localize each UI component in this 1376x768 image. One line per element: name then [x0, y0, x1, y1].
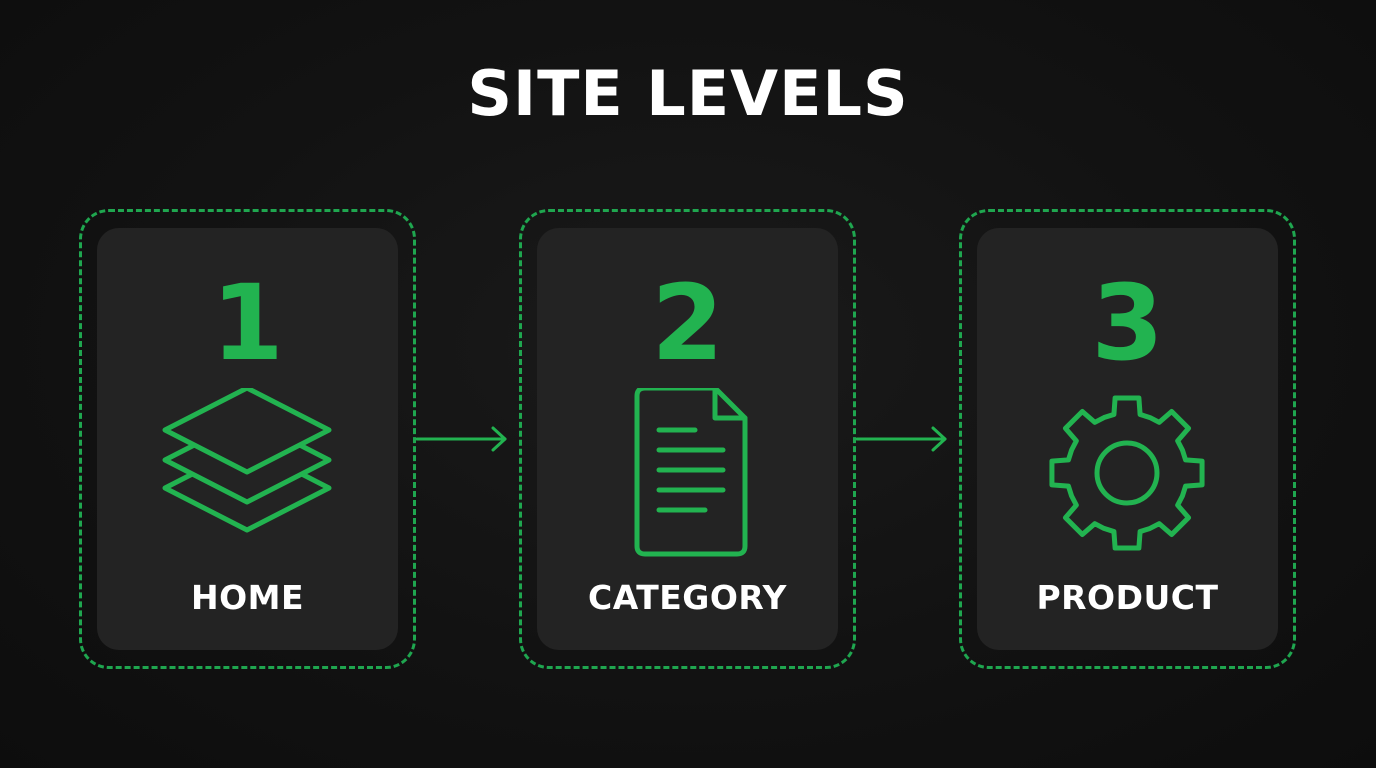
level-label-1: HOME [190, 578, 305, 617]
gear-icon [1049, 395, 1205, 551]
level-frame-1: 1 HOME [79, 209, 416, 669]
level-frame-3: 3 PRODUCT [959, 209, 1296, 669]
level-number-2: 2 [651, 262, 724, 384]
level-label-2: CATEGORY [588, 578, 787, 617]
level-label-3: PRODUCT [1036, 578, 1219, 617]
document-icon [634, 388, 748, 557]
arrow-connector-2-3 [855, 426, 947, 452]
level-frame-2: 2 CATEGORY [519, 209, 856, 669]
level-number-3: 3 [1091, 262, 1164, 384]
level-number-1: 1 [211, 262, 284, 384]
level-card-3: 3 PRODUCT [977, 228, 1278, 650]
diagram-title: SITE LEVELS [467, 57, 909, 130]
layers-icon [162, 388, 332, 533]
arrow-connector-1-2 [415, 426, 507, 452]
level-card-1: 1 HOME [97, 228, 398, 650]
level-card-2: 2 CATEGORY [537, 228, 838, 650]
